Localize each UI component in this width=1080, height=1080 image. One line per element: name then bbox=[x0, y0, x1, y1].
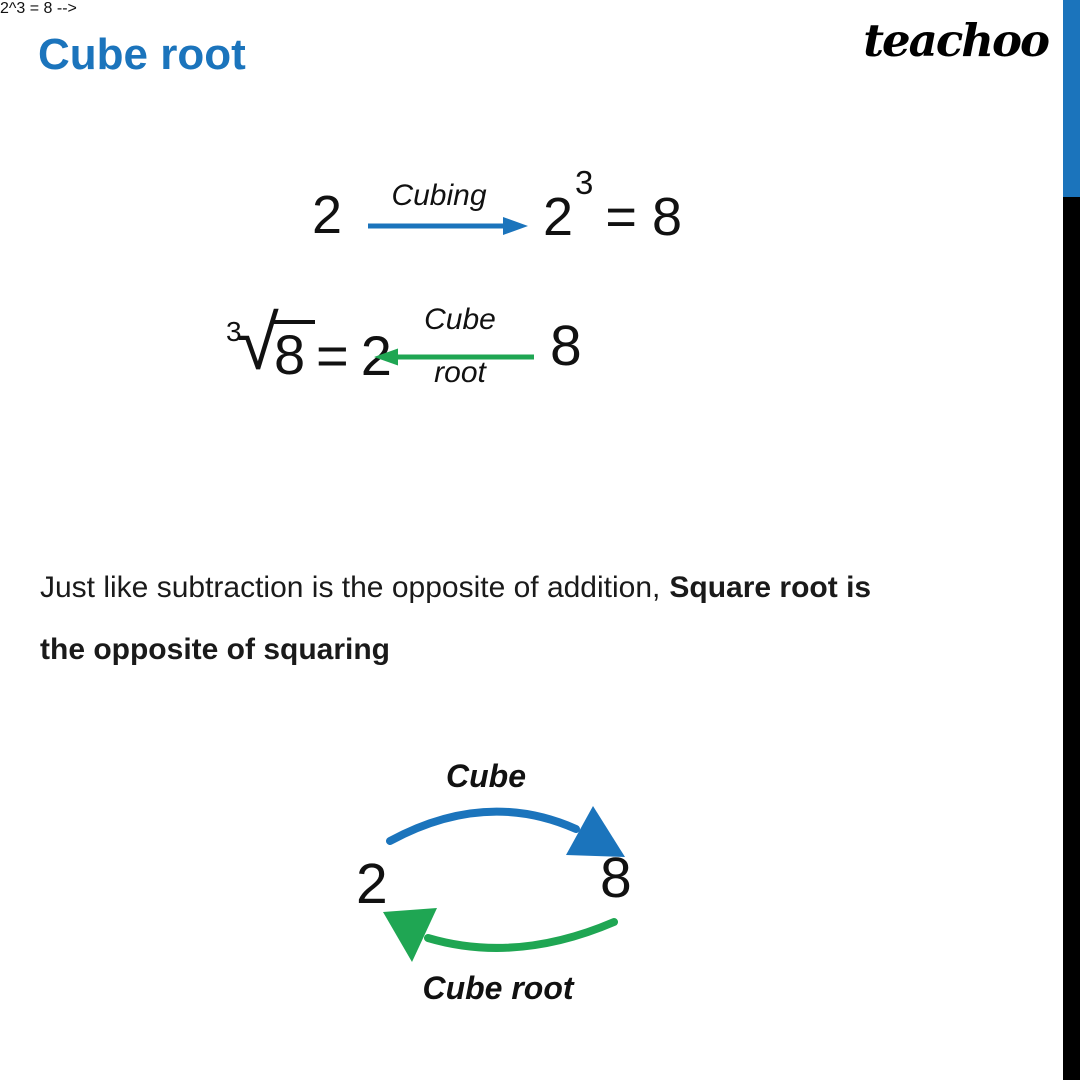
radical-sign: √ bbox=[237, 301, 279, 386]
cubing-right-arrow-icon bbox=[368, 217, 528, 235]
cube-root-source-value: 8 bbox=[550, 314, 582, 378]
radicand-value: 8 bbox=[271, 320, 316, 383]
cube-root-arrow-label-line1: Cube bbox=[424, 303, 496, 336]
diagram-right-value: 8 bbox=[600, 846, 632, 910]
teachoo-logo: teachoo bbox=[863, 14, 1050, 67]
cube-root-left-arrow-icon bbox=[374, 348, 534, 366]
cubing-result-exponent: 3 bbox=[575, 164, 594, 201]
cube-root-arrowhead-icon bbox=[383, 908, 437, 962]
accent-bar-blue-segment bbox=[1063, 0, 1080, 197]
cycle-arrows-graphic bbox=[383, 806, 625, 962]
body-text-line1: Just like subtraction is the opposite of… bbox=[40, 571, 871, 605]
cubing-equation-result: 23 = 8 bbox=[543, 166, 682, 247]
page-title: Cube root bbox=[38, 30, 246, 79]
equals-sign: = bbox=[316, 324, 349, 387]
diagram-left-value: 2 bbox=[356, 852, 388, 916]
radical-index: 3 bbox=[226, 316, 242, 347]
cubing-equation-input: 2 bbox=[312, 185, 343, 245]
diagram-cube-root-label: Cube root bbox=[422, 970, 574, 1006]
cubing-result-base: 2 bbox=[543, 187, 574, 247]
body-text-regular: Just like subtraction is the opposite of… bbox=[40, 571, 661, 604]
cubing-arrow-label: Cubing bbox=[391, 179, 487, 212]
cubing-result-tail: = 8 bbox=[605, 187, 682, 247]
cube-root-arc bbox=[424, 918, 618, 952]
body-text-line2: the opposite of squaring bbox=[40, 633, 390, 666]
right-accent-bar bbox=[1063, 0, 1080, 1080]
body-text-bold-part: Square root is bbox=[669, 571, 872, 604]
cube-arc bbox=[386, 807, 580, 845]
accent-bar-black-segment bbox=[1063, 197, 1080, 1080]
cube-arrowhead-icon bbox=[566, 806, 625, 857]
diagram-cube-label: Cube bbox=[446, 758, 526, 794]
cube-root-arrow-label-line2: root bbox=[434, 356, 486, 389]
